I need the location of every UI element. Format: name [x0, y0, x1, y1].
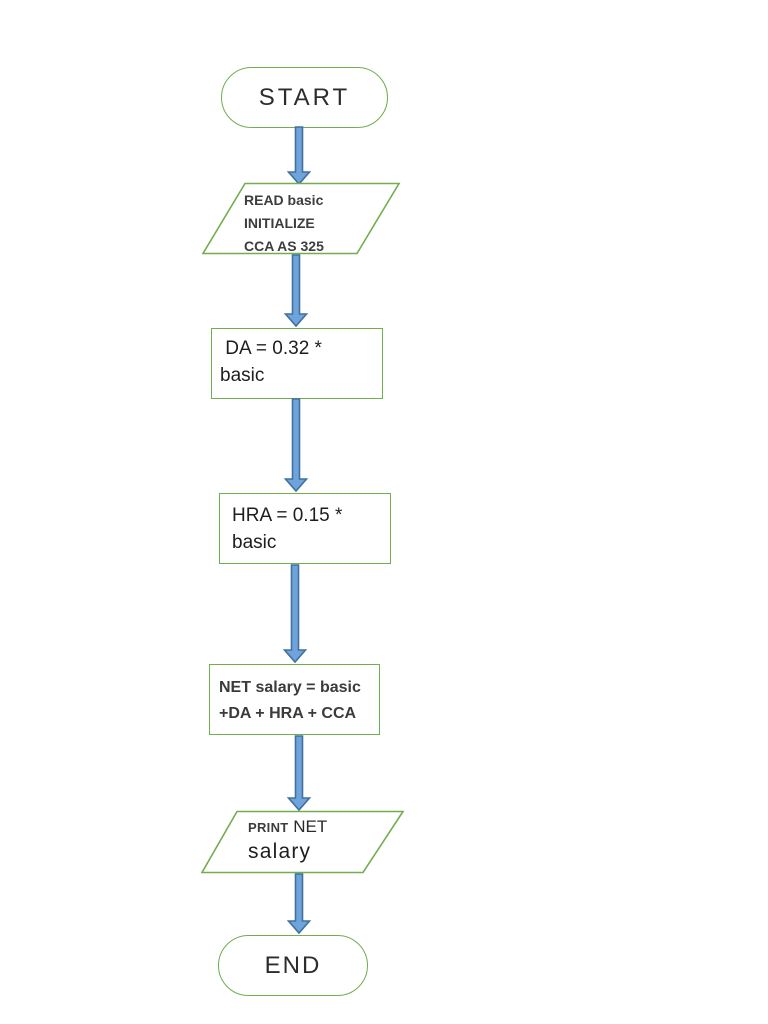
arrow-print-to-end	[286, 873, 312, 935]
da-process-box: DA = 0.32 * basic	[211, 328, 383, 399]
end-label: END	[264, 951, 322, 979]
read-input-parallelogram	[201, 182, 401, 255]
print-output-parallelogram	[200, 810, 405, 874]
print-var-net: NET	[293, 817, 328, 836]
net-line-2: +DA + HRA + CCA	[219, 705, 357, 722]
read-input-text: READ basic INITIALIZE CCA AS 325	[244, 189, 394, 258]
end-terminator: END	[218, 935, 368, 996]
arrow-read-to-da	[283, 254, 309, 328]
arrow-da-to-hra	[283, 398, 309, 493]
read-line-1: READ basic	[244, 192, 324, 208]
net-line-1: NET salary = basic	[219, 679, 361, 696]
arrow-hra-to-net	[282, 564, 308, 664]
hra-line-1: HRA = 0.15 *	[232, 505, 343, 526]
arrow-start-to-read	[286, 126, 312, 186]
start-label: START	[258, 83, 351, 111]
read-line-3: CCA AS 325	[244, 238, 324, 254]
print-line-2: salary	[248, 840, 312, 863]
start-terminator: START	[221, 67, 388, 128]
da-line-2: basic	[220, 365, 265, 386]
arrow-net-to-print	[286, 735, 312, 812]
da-line-1: DA = 0.32 *	[220, 338, 322, 359]
net-salary-process-box: NET salary = basic +DA + HRA + CCA	[209, 664, 380, 735]
print-output-text: PRINT NET salary	[248, 817, 398, 864]
read-line-2: INITIALIZE	[244, 215, 315, 231]
hra-process-box: HRA = 0.15 * basic	[219, 493, 391, 564]
print-keyword: PRINT	[248, 820, 289, 835]
hra-line-2: basic	[232, 532, 277, 553]
print-line-1: PRINT NET	[248, 817, 398, 837]
